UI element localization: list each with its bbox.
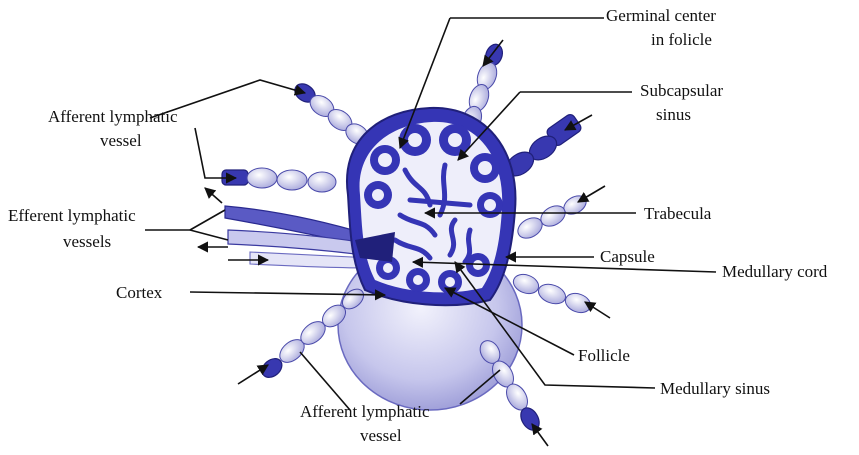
label-afferent-bottom-1: Afferent lymphatic [300,402,430,421]
leader-efferent-up [190,210,225,230]
label-follicle: Follicle [578,346,630,365]
label-afferent-top-1: Afferent lymphatic [48,107,178,126]
label-capsule: Capsule [600,247,655,266]
label-trabecula: Trabecula [644,204,712,223]
label-subcapsular-2: sinus [656,105,691,124]
label-afferent-top-2: vessel [100,131,142,150]
label-medullary-cord: Medullary cord [722,262,828,281]
label-medullary-sinus: Medullary sinus [660,379,770,398]
label-efferent-1: Efferent lymphatic [8,206,136,225]
label-afferent-bottom-2: vessel [360,426,402,445]
label-germinal-center-2: in folicle [651,30,712,49]
label-efferent-2: vessels [63,232,111,251]
lymph-node-section [347,108,515,305]
label-germinal-center-1: Germinal center [606,6,716,25]
label-cortex: Cortex [116,283,163,302]
label-subcapsular-1: Subcapsular [640,81,723,100]
leader-efferent-down [190,230,228,240]
